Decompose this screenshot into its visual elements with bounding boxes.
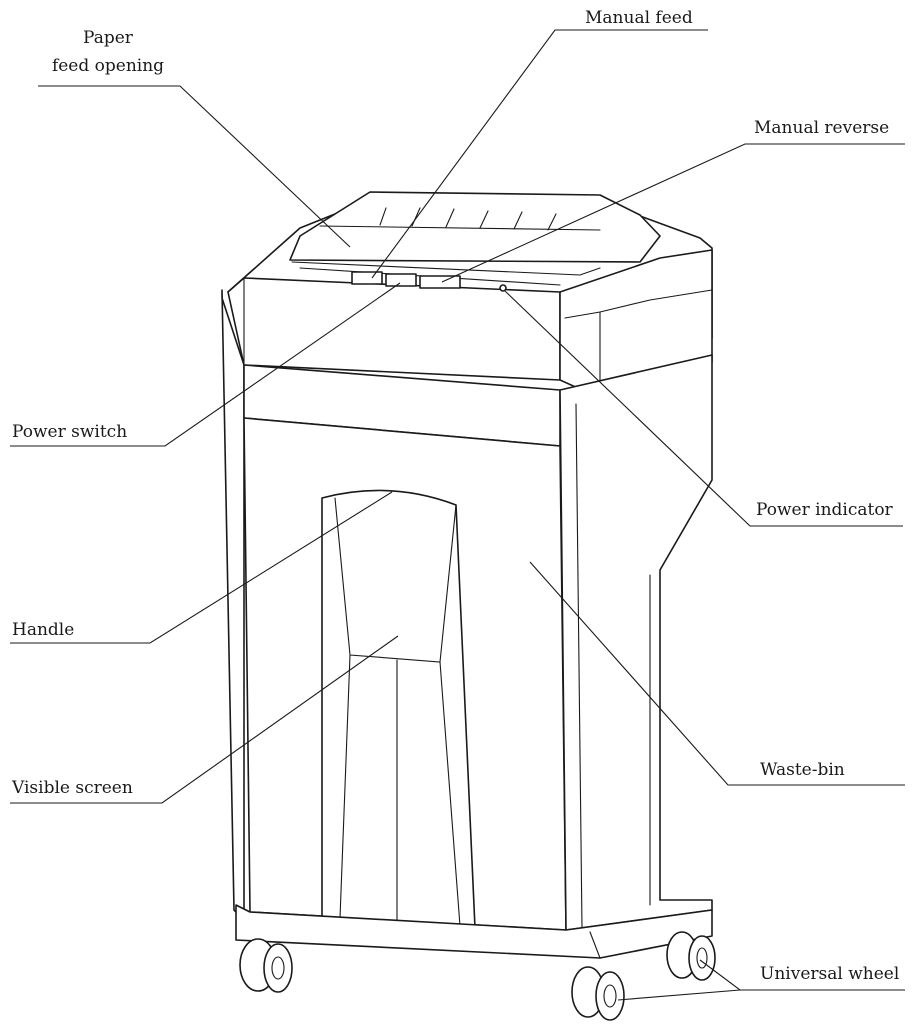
lid	[289, 191, 661, 263]
leader-power-switch	[10, 282, 401, 447]
label-paper-feed-line1: Paper	[83, 28, 133, 48]
leader-manual-feed	[371, 29, 708, 279]
label-manual-feed: Manual feed	[585, 8, 693, 28]
body-right-side	[559, 354, 713, 931]
leader-waste-bin	[529, 561, 905, 786]
power-switch-button	[385, 273, 417, 287]
power-indicator-light	[499, 284, 507, 292]
label-waste-bin: Waste-bin	[760, 760, 845, 780]
manual-reverse-button	[419, 275, 461, 289]
base	[235, 904, 713, 959]
handle-cutout	[321, 489, 476, 929]
label-power-indicator: Power indicator	[756, 500, 893, 520]
manual-feed-button	[351, 271, 383, 285]
label-handle: Handle	[12, 620, 75, 640]
label-paper-feed-line2: feed opening	[51, 56, 165, 76]
label-paper-feed-opening: Paper feed opening	[38, 28, 178, 76]
leader-power-indicator	[504, 290, 903, 527]
label-universal-wheel: Universal wheel	[760, 964, 900, 984]
wheel-front-right	[571, 966, 625, 1021]
label-power-switch: Power switch	[12, 422, 128, 442]
wheel-back-right	[666, 931, 716, 981]
leader-visible-screen	[10, 635, 399, 804]
leader-paper-feed	[38, 85, 351, 248]
leader-universal-wheel-2	[617, 989, 741, 1001]
body-left-edge	[221, 289, 245, 921]
label-visible-screen: Visible screen	[12, 778, 133, 798]
wheel-front-left	[239, 938, 293, 993]
leader-manual-reverse	[441, 143, 905, 283]
label-manual-reverse: Manual reverse	[754, 118, 890, 138]
head-front-face	[227, 277, 561, 381]
leader-handle	[10, 491, 393, 644]
